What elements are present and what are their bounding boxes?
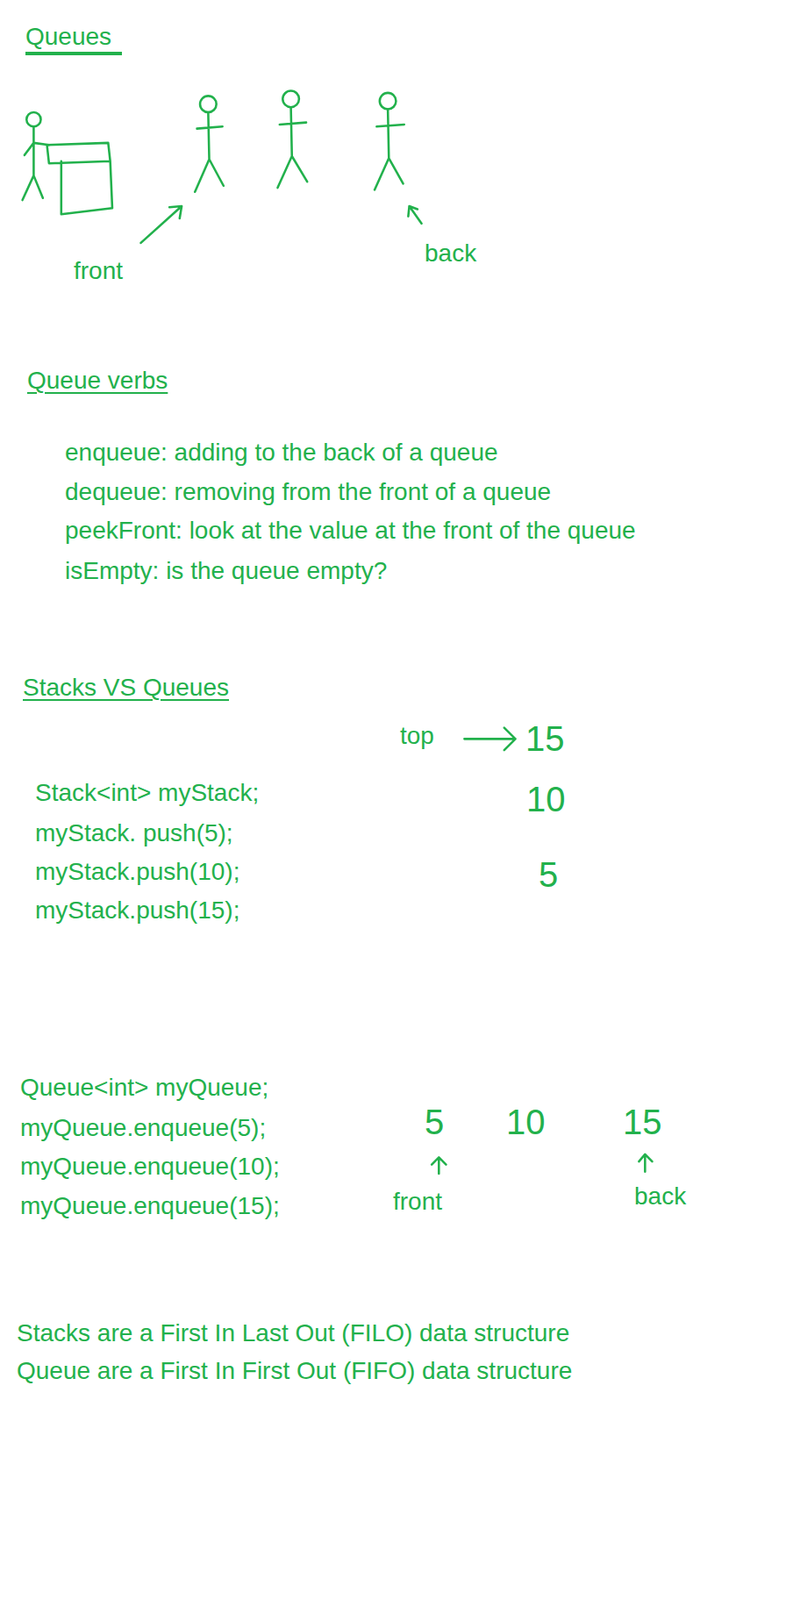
code-line: Stack<int> myStack; [35,778,259,808]
stick-figure [22,112,50,201]
annotation: back [634,1181,686,1212]
annotation: front [392,1186,443,1217]
annotation: top [400,721,435,751]
stack-value: 10 [526,778,566,821]
code-line: myStack.push(10); [35,857,240,887]
code-line: myQueue.enqueue(15); [20,1191,280,1222]
section-heading: Stacks VS Queues [22,672,229,703]
code-line: myStack.push(15); [35,895,240,926]
queue-value: 15 [622,1100,663,1144]
page-title: Queues [25,21,122,56]
code-line: myQueue.enqueue(5); [20,1113,266,1144]
definition: peekFront: look at the value at the fron… [64,515,636,546]
note: Stacks are a First In Last Out (FILO) da… [16,1318,570,1349]
leader-arrow [464,728,515,751]
code-line: Queue<int> myQueue; [20,1072,269,1103]
stick-figure [374,92,405,191]
annotation: back [424,238,477,269]
stack-value: 15 [525,717,565,760]
stick-figure [277,91,308,189]
note: Queue are a First In First Out (FIFO) da… [16,1356,572,1386]
leader-arrow [407,206,422,224]
definition: dequeue: removing from the front of a qu… [64,477,551,508]
code-line: myQueue.enqueue(10); [20,1151,280,1182]
stick-figure [194,95,224,192]
section-heading: Queue verbs [27,365,168,396]
definition: enqueue: adding to the back of a queue [64,437,499,468]
definition: isEmpty: is the queue empty? [64,556,387,586]
desk [47,142,113,215]
leader-arrow [141,206,183,243]
queue-value: 5 [424,1100,444,1144]
stack-value: 5 [538,853,558,896]
annotation: front [73,256,123,286]
queue-value: 10 [506,1100,546,1144]
code-line: myStack. push(5); [35,818,234,849]
leader-arrow [431,1157,446,1174]
leader-arrow [638,1154,652,1172]
